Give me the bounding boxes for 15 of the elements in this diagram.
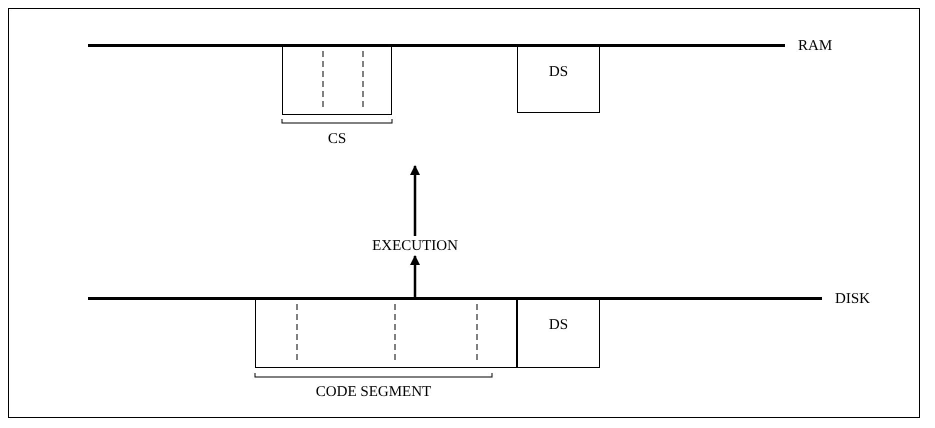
segment-label: CODE SEGMENT bbox=[316, 383, 432, 401]
segment-box bbox=[255, 298, 517, 368]
segment-box bbox=[517, 45, 600, 113]
segment-box bbox=[517, 298, 600, 368]
segment-label: CS bbox=[328, 130, 346, 148]
memory-label: DISK bbox=[835, 290, 870, 308]
arrow bbox=[410, 255, 420, 297]
memory-line bbox=[88, 297, 822, 300]
segment-name: DS bbox=[548, 63, 570, 81]
execution-label: EXECUTION bbox=[345, 236, 485, 256]
arrow bbox=[410, 165, 420, 236]
memory-line bbox=[88, 44, 785, 47]
segment-name: DS bbox=[548, 316, 570, 334]
memory-label: RAM bbox=[798, 37, 832, 55]
segment-box bbox=[282, 45, 392, 115]
